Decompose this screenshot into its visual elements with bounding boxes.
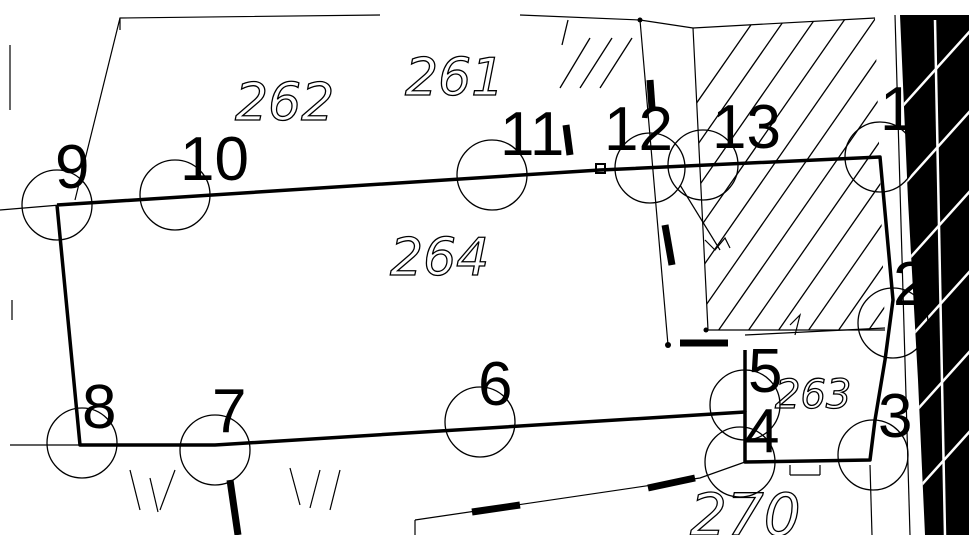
parcel-label-264: 264 bbox=[390, 228, 489, 288]
point-label-5: 5 bbox=[748, 337, 782, 406]
point-label-12: 12 bbox=[604, 95, 673, 164]
point-circles bbox=[21, 121, 929, 498]
fence-marks bbox=[226, 79, 728, 535]
point-label-9: 9 bbox=[55, 133, 89, 202]
parcel-261-strokes bbox=[559, 19, 633, 89]
point-label-13: 13 bbox=[712, 93, 781, 162]
point-label-10: 10 bbox=[180, 125, 249, 194]
parcel-label-270: 270 bbox=[690, 481, 801, 535]
point-label-7: 7 bbox=[212, 377, 246, 446]
point-label-2: 2 bbox=[893, 250, 927, 319]
point-label-1: 1 bbox=[880, 75, 914, 144]
hatched-area bbox=[693, 18, 885, 330]
point-label-6: 6 bbox=[478, 350, 512, 419]
parcel-label-262: 262 bbox=[235, 73, 334, 133]
vertex-dot bbox=[637, 17, 643, 23]
hatched-area-outline bbox=[692, 27, 885, 331]
parcel-label-261: 261 bbox=[405, 48, 504, 108]
point-label-11: 11 bbox=[500, 100, 564, 169]
parcel-labels: 261 262 264 263 270 bbox=[234, 47, 852, 535]
point-label-3: 3 bbox=[878, 382, 912, 451]
parcel-label-263: 263 bbox=[775, 372, 851, 418]
vertex-dot bbox=[703, 327, 709, 333]
point-labels: 9 10 11 12 13 1 2 3 4 5 6 7 8 bbox=[55, 75, 927, 466]
point-label-4: 4 bbox=[745, 397, 779, 466]
point-label-8: 8 bbox=[82, 373, 116, 442]
survey-marker bbox=[595, 163, 606, 174]
parcel-264-boundary bbox=[55, 155, 895, 464]
vertex-dot bbox=[665, 342, 671, 348]
